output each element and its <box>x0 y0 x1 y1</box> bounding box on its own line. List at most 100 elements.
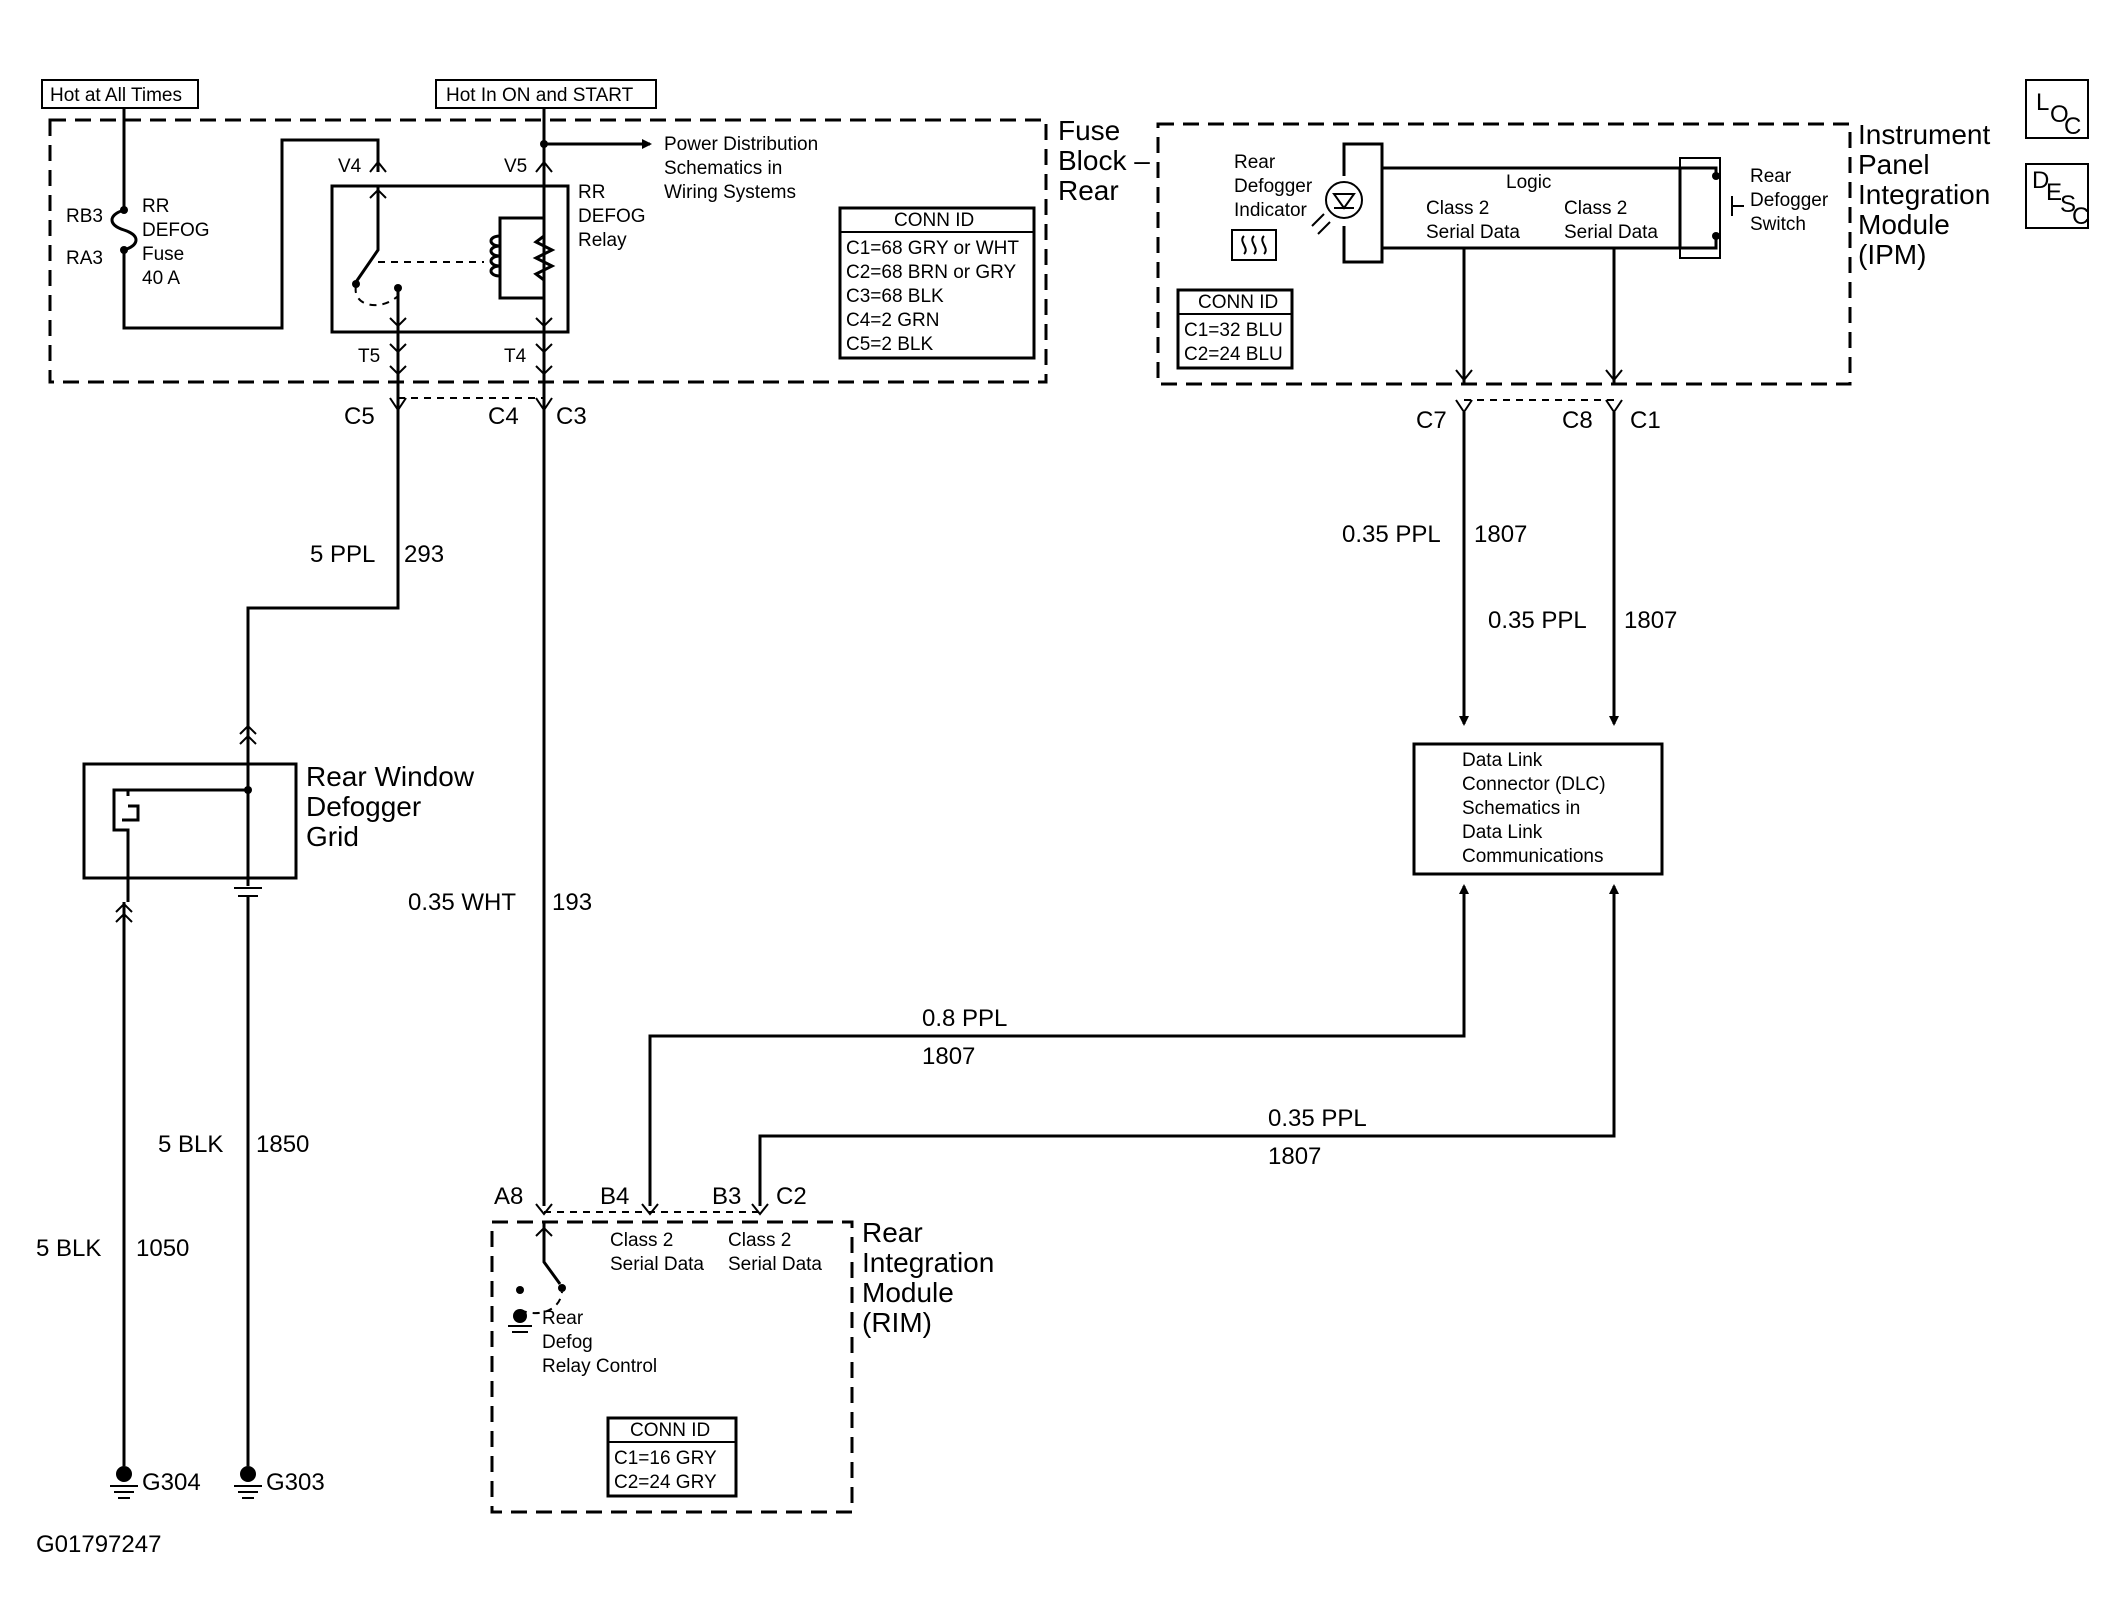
fuse-block-connectors: C5 C4 C3 <box>344 397 587 430</box>
rear-window-defogger-grid: Rear Window Defogger Grid <box>82 761 475 902</box>
rim-relay-ctrl-3: Relay Control <box>542 1356 657 1377</box>
svg-text:E: E <box>2046 179 2062 206</box>
b3-label: B3 <box>712 1183 741 1210</box>
b4-label: B4 <box>600 1183 629 1210</box>
relay-switch-arrow-down <box>389 317 407 328</box>
a8-label: A8 <box>494 1183 523 1210</box>
switch-label-2: Defogger <box>1750 190 1829 211</box>
rim-class2-a-2: Serial Data <box>610 1254 704 1275</box>
wire-1807-b-label: 1807 <box>1624 607 1677 634</box>
rim-module: A8 B4 B3 C2 Rear Integration Module (RIM… <box>490 1183 994 1514</box>
desc-icon[interactable]: D E S C <box>2025 163 2089 230</box>
relay-label-3: Relay <box>578 230 627 251</box>
t5-connector <box>389 343 407 376</box>
a8-connector <box>535 1203 553 1216</box>
rim-relay-ctrl-1: Rear <box>542 1308 584 1329</box>
relay-switch-arrow-up <box>369 188 387 199</box>
c5-label: C5 <box>344 403 375 430</box>
c3-label: C3 <box>556 403 587 430</box>
dlc-line: Schematics in <box>1462 798 1580 819</box>
rim-conn-id-table: CONN ID C1=16 GRY C2=24 GRY <box>606 1416 738 1498</box>
b4-connector <box>641 1203 659 1216</box>
rim-class2-a-1: Class 2 <box>610 1230 673 1251</box>
wire-035ppl-b-label: 0.35 PPL <box>1488 607 1587 634</box>
switch-bracket <box>1679 157 1721 259</box>
dlc-box: Data Link Connector (DLC) Schematics in … <box>1412 742 1664 876</box>
rim-conn-item: C1=16 GRY <box>614 1448 717 1469</box>
c2-label: C2 <box>776 1183 807 1210</box>
relay-resistor <box>532 234 556 282</box>
wire-035wht-label: 0.35 WHT <box>408 889 516 916</box>
ra3-label: RA3 <box>66 248 103 269</box>
dlc-line: Connector (DLC) <box>1462 774 1606 795</box>
c1-connector <box>1605 399 1623 414</box>
ipm-title-4: Module <box>1858 209 1950 240</box>
wire-1807-d-label: 1807 <box>1268 1143 1321 1170</box>
fuse-conn-item: C2=68 BRN or GRY <box>846 262 1017 283</box>
wire-5blk-a-label: 5 BLK <box>158 1131 223 1158</box>
switch-label-3: Switch <box>1750 214 1806 235</box>
ground-icon <box>116 1466 132 1482</box>
svg-text:D: D <box>2032 167 2049 194</box>
power-dist-label-2: Schematics in <box>664 158 782 179</box>
t4-label: T4 <box>504 346 527 367</box>
ipm-title-1: Instrument <box>1858 119 1990 150</box>
relay-box <box>330 184 570 334</box>
indicator-label-2: Defogger <box>1234 176 1313 197</box>
fuse-block-title-1: Fuse <box>1058 115 1120 146</box>
loc-icon[interactable]: L O C <box>2025 79 2089 140</box>
ipm-title-3: Integration <box>1858 179 1990 210</box>
grid-top-connector <box>239 724 257 745</box>
hot-in-on-start-tag <box>435 79 657 109</box>
switch-pushbutton <box>1731 196 1744 216</box>
rim-title-4: (RIM) <box>862 1307 932 1338</box>
fuse-label-2: DEFOG <box>142 220 210 241</box>
wire-035ppl-c-label: 0.35 PPL <box>1268 1105 1367 1132</box>
svg-text:C: C <box>2064 113 2081 140</box>
fuse-conn-item: C1=68 GRY or WHT <box>846 238 1019 259</box>
ipm-module: Instrument Panel Integration Module (IPM… <box>1156 119 1990 386</box>
wire-1807-rim-b4 <box>648 884 1469 1206</box>
rim-conn-item: C2=24 GRY <box>614 1472 717 1493</box>
dlc-line: Communications <box>1462 846 1604 867</box>
ipm-class2-a-1: Class 2 <box>1426 198 1489 219</box>
ipm-conn-item: C1=32 BLU <box>1184 320 1283 341</box>
hot-in-on-start-label: Hot In ON and START <box>446 85 634 106</box>
ipm-class2-a-2: Serial Data <box>1426 222 1520 243</box>
wire-193-label: 193 <box>552 889 592 916</box>
fuse-conn-item: C3=68 BLK <box>846 286 944 307</box>
v5-junction <box>540 140 548 148</box>
ground-icon <box>240 1466 256 1482</box>
grid-title-1: Rear Window <box>306 761 475 792</box>
led-icon <box>1325 181 1363 219</box>
switch-contact-top <box>1712 172 1720 180</box>
defog-symbol-icon <box>1231 229 1277 261</box>
ipm-wire-1-arrow <box>1455 369 1473 382</box>
hot-at-all-times-tag <box>41 79 199 109</box>
rim-switch-wire <box>542 1222 562 1285</box>
v4-connector <box>369 160 387 173</box>
c7-label: C7 <box>1416 407 1447 434</box>
switch-label-1: Rear <box>1750 166 1792 187</box>
wire-1807-rim-c2 <box>758 884 1619 1206</box>
relay-coil <box>489 234 501 278</box>
g303-label: G303 <box>266 1469 325 1496</box>
fuse-wire <box>122 108 380 330</box>
ipm-class2-b-1: Class 2 <box>1564 198 1627 219</box>
b3-c2-connector <box>751 1203 769 1216</box>
fuse-conn-item: C5=2 BLK <box>846 334 933 355</box>
fuse-symbol <box>110 208 138 252</box>
rim-ground-icon <box>513 1309 527 1323</box>
wire-08ppl-label: 0.8 PPL <box>922 1005 1007 1032</box>
dlc-line: Data Link <box>1462 822 1543 843</box>
grid-ground-symbol <box>234 887 262 897</box>
ipm-class2-b-2: Serial Data <box>1564 222 1658 243</box>
relay-switch-contact <box>394 284 402 292</box>
ground-g304: G304 <box>110 1466 201 1499</box>
wire-1050-label: 1050 <box>136 1235 189 1262</box>
led-rays <box>1311 213 1331 235</box>
wire-035ppl-a-label: 0.35 PPL <box>1342 521 1441 548</box>
rim-switch-contact <box>558 1284 566 1292</box>
rim-switch-arrow <box>535 1226 553 1237</box>
